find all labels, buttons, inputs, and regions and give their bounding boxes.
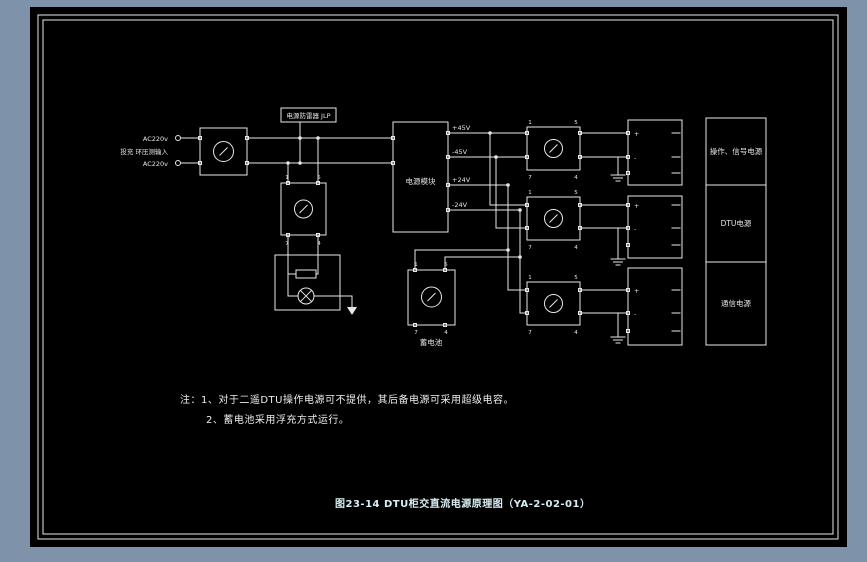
ac-terminal-bottom bbox=[175, 160, 181, 166]
surge-protector-label: 电源防雷器 JLP bbox=[286, 111, 330, 120]
terminal-number: 1 bbox=[285, 175, 289, 181]
terminal-number: 7 bbox=[285, 241, 289, 247]
lamp-symbol bbox=[297, 287, 315, 305]
terminal-number: 1 bbox=[528, 120, 532, 126]
ac-terminal-top bbox=[175, 135, 181, 141]
battery-label: 蓄电池 bbox=[420, 337, 443, 347]
dc-converter-1: 1 5 7 4 bbox=[525, 120, 582, 181]
junction-dots bbox=[286, 131, 522, 259]
polarity-plus: + bbox=[634, 130, 639, 138]
schematic-svg: 电源防雷器 JLP AC220v 投充 环压测输入 AC220v bbox=[37, 14, 839, 540]
battery-charger: 1 5 7 4 蓄电池 bbox=[407, 262, 456, 347]
terminal-number: 4 bbox=[574, 330, 578, 336]
polarity-minus: - bbox=[634, 225, 637, 233]
terminal-block-3: + - bbox=[626, 267, 683, 346]
terminal-number: 7 bbox=[528, 175, 532, 181]
terminal-number: 7 bbox=[414, 330, 418, 336]
terminal-number: 4 bbox=[444, 330, 448, 336]
load-2-label: DTU电源 bbox=[721, 218, 752, 228]
terminal-number: 7 bbox=[528, 330, 532, 336]
polarity-minus: - bbox=[634, 310, 637, 318]
isolation-transformer bbox=[198, 127, 249, 176]
indicator-unit bbox=[274, 254, 357, 315]
terminal-number: 5 bbox=[574, 190, 578, 196]
resistor-symbol bbox=[295, 269, 317, 279]
relay-contactor: 1 5 7 4 bbox=[280, 175, 327, 247]
ground-symbol-3 bbox=[610, 312, 626, 344]
terminal-number: 5 bbox=[574, 275, 578, 281]
ground-symbol-1 bbox=[610, 156, 626, 182]
load-1-label: 操作、信号电源 bbox=[710, 146, 763, 156]
dc-converter-3: 1 5 7 4 bbox=[525, 275, 582, 336]
note-line-2: 2、蓄电池采用浮充方式运行。 bbox=[206, 413, 349, 426]
ac-inputs: AC220v 投充 环压测输入 AC220v bbox=[120, 135, 181, 168]
polarity-plus: + bbox=[634, 287, 639, 295]
polarity-minus: - bbox=[634, 154, 637, 162]
surge-protector: 电源防雷器 JLP bbox=[280, 107, 337, 123]
power-module-label: 电源模块 bbox=[406, 176, 436, 186]
ac-input-desc-label: 投充 环压测输入 bbox=[120, 147, 168, 156]
output-24v-neg-label: -24V bbox=[452, 201, 468, 209]
terminal-number: 4 bbox=[574, 175, 578, 181]
terminal-block-1: + - bbox=[626, 119, 683, 186]
notes: 注：1、对于二遥DTU操作电源可不提供，其后备电源可采用超级电容。 2、蓄电池采… bbox=[180, 393, 514, 426]
terminal-number: 4 bbox=[574, 245, 578, 251]
note-line-1: 注：1、对于二遥DTU操作电源可不提供，其后备电源可采用超级电容。 bbox=[180, 393, 514, 406]
terminal-block-2: + - bbox=[626, 195, 683, 259]
polarity-plus: + bbox=[634, 202, 639, 210]
terminal-number: 1 bbox=[414, 262, 418, 268]
output-45v-pos-label: +45V bbox=[452, 124, 471, 132]
terminal-number: 1 bbox=[528, 190, 532, 196]
output-24v-pos-label: +24V bbox=[452, 176, 471, 184]
frame-inner bbox=[42, 19, 834, 535]
terminal-number: 4 bbox=[317, 241, 321, 247]
drawing-canvas[interactable]: 电源防雷器 JLP AC220v 投充 环压测输入 AC220v bbox=[30, 7, 847, 547]
terminal-number: 5 bbox=[444, 262, 448, 268]
load-3-label: 通信电源 bbox=[721, 298, 751, 308]
drawing-title: 图23-14 DTU柜交直流电源原理图（YA-2-02-01） bbox=[335, 497, 590, 510]
ac-input-top-label: AC220v bbox=[143, 135, 168, 143]
terminal-number: 5 bbox=[317, 175, 321, 181]
terminal-number: 7 bbox=[528, 245, 532, 251]
power-module: 电源模块 +45V -45V +24V -24V bbox=[391, 121, 471, 233]
terminal-number: 5 bbox=[574, 120, 578, 126]
terminal-number: 1 bbox=[528, 275, 532, 281]
ac-input-bottom-label: AC220v bbox=[143, 160, 168, 168]
dc-converter-2: 1 5 7 4 bbox=[525, 190, 582, 251]
output-45v-neg-label: -45V bbox=[452, 148, 468, 156]
chassis-ground-arrow bbox=[347, 307, 357, 315]
border-frame bbox=[37, 14, 839, 540]
ground-symbol-2 bbox=[610, 227, 626, 266]
frame-outer bbox=[37, 14, 839, 540]
wiring bbox=[180, 121, 629, 314]
load-panel: 操作、信号电源 DTU电源 通信电源 bbox=[705, 117, 767, 346]
